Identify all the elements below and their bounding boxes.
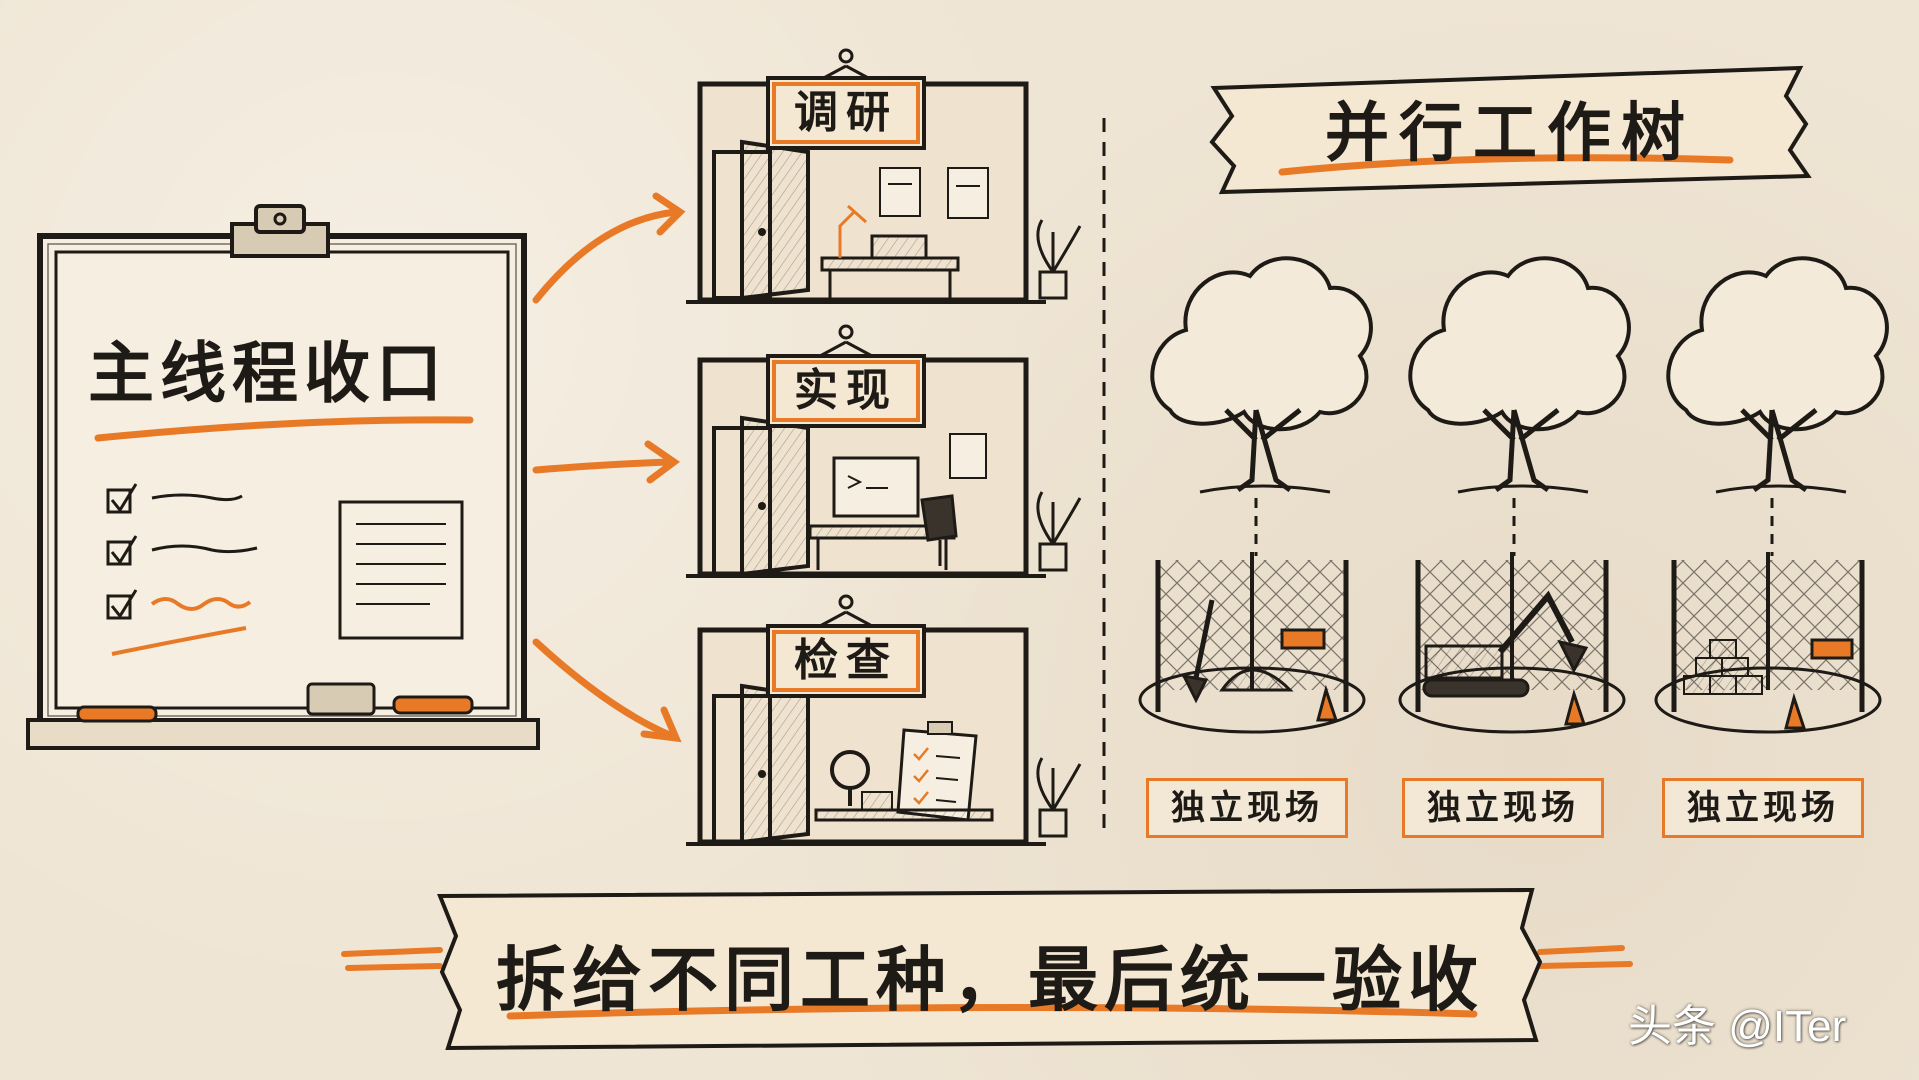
tree-column-2: [1400, 258, 1629, 732]
room-sign-research: 调研: [766, 76, 926, 150]
arrows: [536, 196, 680, 738]
board-title: 主线程收口: [88, 320, 488, 416]
arrow-to-research: [536, 212, 676, 300]
bottom-banner-text: 拆给不同工种，最后统一验收: [470, 924, 1510, 1025]
eraser-icon: [308, 684, 374, 714]
room-sign-implement: 实现: [766, 354, 926, 428]
arrow-to-implement: [536, 462, 670, 470]
plant-icon: [1038, 220, 1080, 298]
bricks-site-icon: [1656, 552, 1880, 732]
site-tag: 独立现场: [1402, 778, 1604, 838]
plant-icon: [1038, 758, 1080, 836]
tree-column-3: [1656, 258, 1887, 732]
tree-banner-title: 并行工作树: [1290, 82, 1730, 174]
clipboard-icon: [898, 722, 976, 820]
clip-icon: [232, 206, 328, 256]
construction-site-icon: [1140, 552, 1364, 732]
room-sign-review: 检查: [766, 624, 926, 698]
plant-icon: [1038, 492, 1080, 570]
site-tag: 独立现场: [1146, 778, 1348, 838]
whiteboard: [28, 206, 538, 748]
tree-icon: [1152, 258, 1371, 492]
tree-icon: [1668, 258, 1887, 492]
notes-icon: [950, 434, 986, 478]
watermark: 头条 @ITer: [1628, 990, 1846, 1054]
tree-column-1: [1140, 258, 1371, 732]
arrow-to-review: [536, 642, 672, 736]
site-tag: 独立现场: [1662, 778, 1864, 838]
document-icon: [340, 502, 462, 638]
excavator-site-icon: [1400, 552, 1624, 732]
tree-icon: [1410, 258, 1629, 492]
